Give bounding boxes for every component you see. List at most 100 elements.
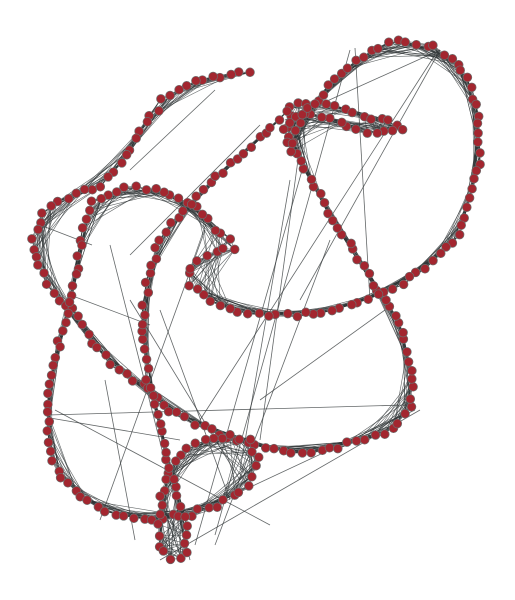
graph-node [158,546,169,556]
graph-edge [346,398,411,443]
graph-node [316,112,327,122]
graph-node [165,554,176,565]
graph-node [295,118,306,128]
graph-node [296,156,307,166]
graph-node [306,448,316,458]
graph-node [154,531,165,541]
graph-node [290,125,301,136]
graph-node [447,54,458,64]
graph-edge [88,334,145,384]
graph-node [225,429,235,440]
graph-node [131,181,141,191]
graph-node [155,509,165,520]
graph-edge [82,189,147,229]
graph-node [42,407,53,417]
graph-edge [104,379,136,541]
graph-node [475,148,485,158]
graph-node [400,408,410,419]
graph-node [247,471,257,482]
graph-node [191,76,201,86]
graph-node [441,242,451,252]
graph-node [139,344,150,354]
graph-edge [222,438,239,493]
graph-node [373,43,383,54]
graph-node [159,438,170,449]
graph-node [246,142,257,153]
graph-node [140,277,151,288]
graph-node [286,448,296,458]
graph-node [368,280,379,291]
graph-edge [213,438,253,477]
graph-node [346,238,356,249]
graph-edge [364,386,414,440]
graph-edge [208,465,257,508]
graph-node [145,382,156,393]
graph-node [359,434,370,445]
graph-node [140,310,150,320]
graph-node [229,244,240,255]
graph-node [226,69,236,80]
graph-node [323,80,334,90]
graph-node [439,50,450,60]
graph-node [234,434,245,445]
graph-node [166,218,176,228]
graph-node [192,256,202,266]
graph-node [218,495,228,505]
graph-node [269,443,279,454]
graph-node [46,370,57,380]
graph-node [292,311,303,322]
graph-node [204,502,214,513]
graph-node [148,390,159,401]
graph-edge [229,434,235,496]
graph-node [411,39,422,50]
graph-node [73,311,83,321]
graph-node [329,100,340,111]
graph-node [251,460,261,471]
graph-edge [189,268,221,306]
graph-node [242,308,253,319]
graph-node [127,376,138,386]
graph-node [212,502,222,512]
graph-node [156,94,166,104]
graph-node [218,243,228,254]
graph-node [471,99,481,110]
graph-node [297,109,308,120]
graph-node [142,117,153,127]
graph-edge [191,465,257,517]
graph-node [408,382,418,392]
graph-node [398,327,408,338]
graph-edge [203,249,235,295]
graph-node [265,122,275,133]
graph-node [351,124,361,134]
graph-node [400,37,410,47]
graph-edge [89,189,147,211]
graph-node [455,65,465,75]
graph-edge [129,89,216,171]
graph-node [387,284,398,294]
graph-node [359,52,369,63]
edge-layer [31,39,481,561]
graph-node [31,252,42,262]
graph-edge [157,523,187,536]
graph-edge [203,251,218,295]
graph-node [336,68,347,79]
graph-edge [207,255,221,306]
graph-node [302,103,313,113]
graph-node [151,183,161,194]
graph-edge [354,47,371,301]
graph-node [210,171,220,181]
graph-node [402,347,412,357]
graph-node [363,294,373,305]
graph-node [141,374,151,385]
graph-node [67,281,78,291]
graph-node [182,521,192,531]
graph-edge [259,144,301,441]
graph-node [351,436,362,446]
graph-node [175,501,186,512]
graph-node [327,305,337,316]
graph-edge [432,188,473,261]
graph-node [41,279,52,289]
graph-node [473,128,483,138]
graph-node [192,284,203,294]
